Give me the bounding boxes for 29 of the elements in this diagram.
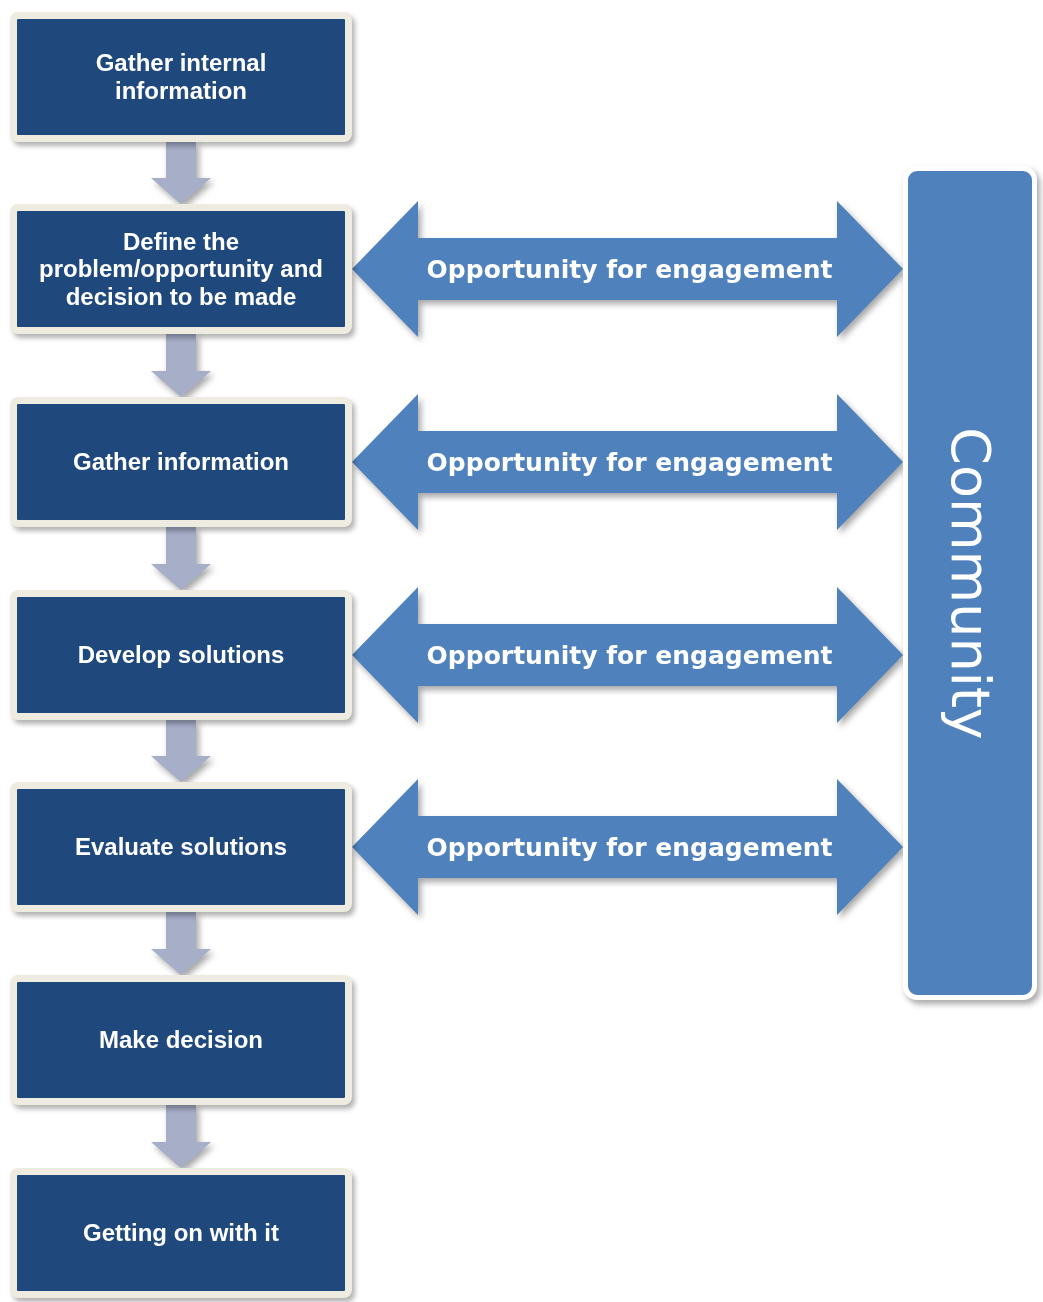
edge-label: Opportunity for engagement <box>426 254 833 284</box>
double-arrow <box>352 394 903 530</box>
arrow <box>151 912 211 975</box>
node-label: Make decision <box>98 1026 264 1054</box>
edge-label: Opportunity for engagement <box>426 640 833 670</box>
node-label: Develop solutions <box>77 641 285 669</box>
arrow <box>151 142 211 204</box>
arrow <box>151 334 211 397</box>
arrow <box>151 720 211 782</box>
node-label: Gather internal information <box>94 49 268 105</box>
node-label: Define the problem/opportunity and decision to be made <box>39 227 323 311</box>
arrow <box>151 1105 211 1168</box>
node-label: Community <box>938 426 1002 740</box>
double-arrow <box>352 587 903 723</box>
process-box <box>10 204 352 334</box>
process-box <box>10 590 352 720</box>
process-box <box>10 975 352 1105</box>
process-box <box>10 12 352 142</box>
process-box <box>10 1168 352 1298</box>
arrow <box>151 527 211 590</box>
process-box <box>10 782 352 912</box>
double-arrow <box>352 201 903 337</box>
node-label: Evaluate solutions <box>74 833 288 861</box>
double-arrow <box>352 779 903 915</box>
process-box <box>10 397 352 527</box>
node-label: Gather information <box>73 448 289 476</box>
edge-label: Opportunity for engagement <box>426 447 833 477</box>
edge-label: Opportunity for engagement <box>426 832 833 862</box>
node-label: Getting on with it <box>83 1219 279 1247</box>
